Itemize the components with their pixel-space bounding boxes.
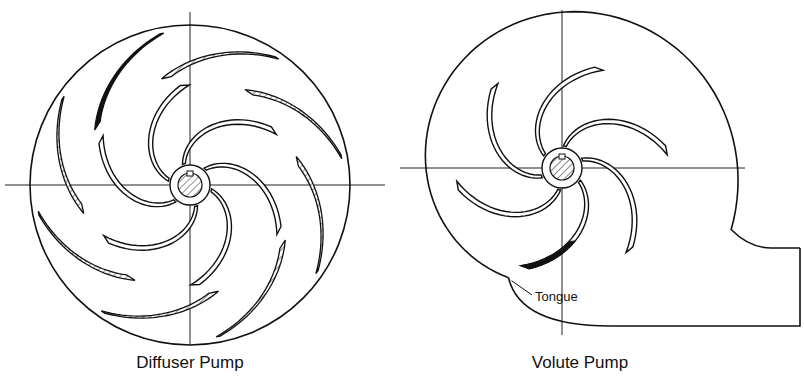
- volute-casing: [425, 12, 800, 326]
- impeller-hub: [542, 148, 582, 188]
- impeller-vane: [582, 158, 637, 253]
- volute-pump-drawing: [400, 10, 800, 335]
- shaft-key: [187, 171, 193, 176]
- shaft-section: [550, 156, 574, 180]
- impeller-vane: [563, 119, 667, 154]
- impeller-vane: [204, 163, 281, 234]
- diffuser-vane: [296, 157, 323, 274]
- pump-casing: [30, 25, 350, 345]
- diffuser-vane: [216, 240, 285, 337]
- impeller-vane: [457, 181, 561, 216]
- impeller-hub: [170, 165, 210, 205]
- diffuser-vane: [95, 33, 164, 130]
- figure-caption: Diffuser Pump: [136, 354, 243, 373]
- impeller-vane: [104, 206, 198, 251]
- leader-line: [512, 281, 532, 295]
- figure-caption: Volute Pump: [532, 354, 628, 373]
- diffuser-vane: [162, 52, 279, 79]
- diffuser-vane: [57, 96, 84, 213]
- diffuser-pump-drawing: [5, 12, 385, 345]
- shaft-section: [178, 173, 202, 197]
- impeller-vane: [99, 136, 176, 207]
- diffuser-vane: [101, 291, 218, 318]
- part-label: Tongue: [535, 290, 578, 304]
- vane-section: [521, 241, 575, 269]
- shaft-key: [559, 154, 565, 159]
- impeller-vane: [487, 84, 542, 179]
- impeller-vane: [182, 120, 276, 165]
